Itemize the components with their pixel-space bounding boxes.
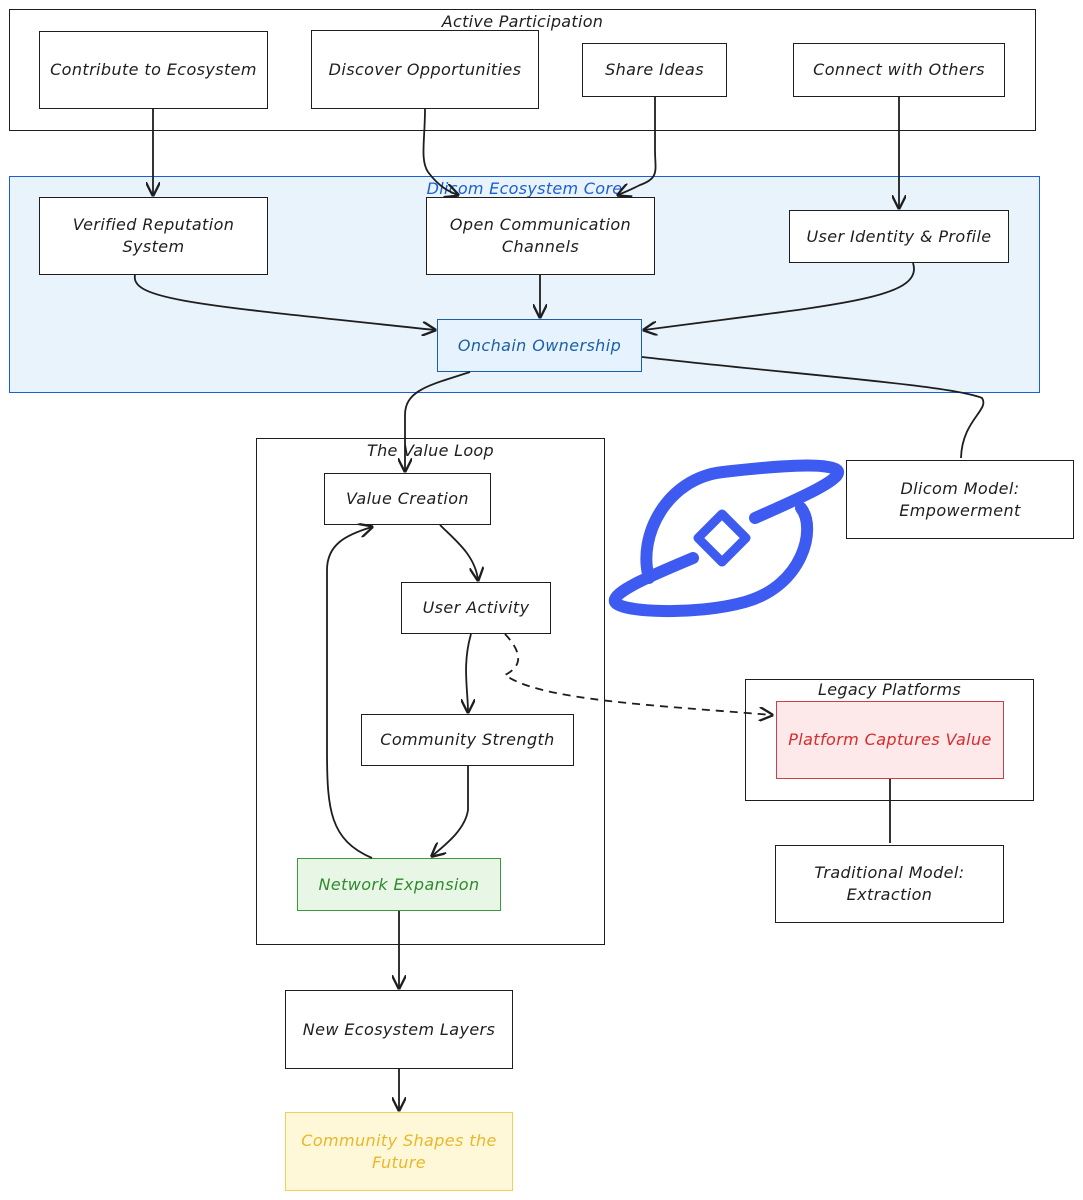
edge-share-communication: [618, 97, 657, 195]
dlicom-logo-icon: [608, 459, 845, 617]
node-platform-captures-value[interactable]: Platform Captures Value: [776, 701, 1004, 779]
edge-user-activity-platform: [503, 633, 772, 715]
node-traditional-model[interactable]: Traditional Model: Extraction: [775, 845, 1004, 923]
node-connect[interactable]: Connect with Others: [793, 43, 1005, 97]
edge-value-creation-user-activity: [439, 524, 478, 580]
node-community-shapes-future[interactable]: Community Shapes the Future: [285, 1112, 513, 1191]
node-discover[interactable]: Discover Opportunities: [311, 30, 539, 109]
node-community-strength[interactable]: Community Strength: [361, 714, 574, 766]
edge-onchain-dlicom-model: [641, 356, 985, 459]
frame-title: Dlicom Ecosystem Core: [426, 179, 623, 198]
edge-discover-communication: [422, 108, 458, 195]
edge-network-value-creation: [326, 527, 372, 859]
node-contribute[interactable]: Contribute to Ecosystem: [39, 31, 268, 109]
node-verified-reputation[interactable]: Verified Reputation System: [39, 197, 268, 275]
node-value-creation[interactable]: Value Creation: [324, 473, 491, 525]
node-open-communication[interactable]: Open Communication Channels: [426, 197, 655, 275]
node-dlicom-model[interactable]: Dlicom Model: Empowerment: [846, 460, 1074, 539]
node-onchain-ownership[interactable]: Onchain Ownership: [437, 319, 642, 372]
edge-community-network: [432, 766, 469, 856]
frame-title: Legacy Platforms: [818, 680, 961, 699]
frame-title: The Value Loop: [367, 441, 494, 460]
frame-title: Active Participation: [441, 12, 604, 31]
edge-reputation-onchain: [133, 274, 435, 330]
node-share-ideas[interactable]: Share Ideas: [582, 43, 727, 97]
edge-identity-onchain: [644, 262, 915, 330]
edge-user-activity-community: [466, 633, 471, 712]
edge-onchain-value-creation: [405, 371, 471, 471]
node-user-activity[interactable]: User Activity: [401, 582, 551, 634]
node-network-expansion[interactable]: Network Expansion: [297, 858, 501, 911]
node-new-ecosystem-layers[interactable]: New Ecosystem Layers: [285, 990, 513, 1069]
node-user-identity[interactable]: User Identity & Profile: [789, 210, 1009, 263]
